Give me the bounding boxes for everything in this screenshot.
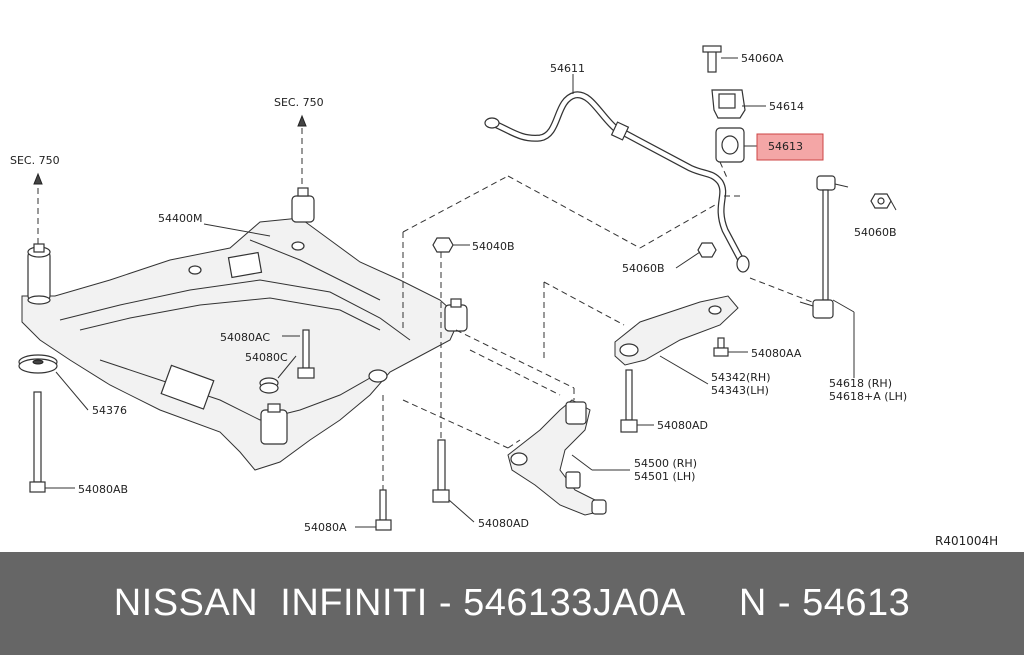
label-54343: 54343(LH) [711, 384, 769, 397]
label-54060B-left: 54060B [622, 262, 665, 275]
label-54060B-right: 54060B [854, 226, 897, 239]
mount-insulator-right [444, 298, 468, 332]
bolt-54080AD-bottom [432, 439, 450, 503]
label-54060A: 54060A [741, 52, 784, 65]
stabilizer-bar [484, 91, 750, 273]
label-54618A: 54618+A (LH) [829, 390, 907, 403]
mount-insulator-rear [291, 187, 315, 223]
transverse-link [507, 399, 607, 516]
label-54040B: 54040B [472, 240, 515, 253]
washer-54080C [259, 377, 279, 394]
label-sec750-left: SEC. 750 [10, 154, 60, 167]
parts-diagram: SEC. 750 SEC. 750 54611 54060A 54614 546… [10, 45, 999, 548]
part-number-text: NISSAN INFINITI - 546133JA0A N - 54613 [113, 582, 911, 624]
washer-54376 [18, 354, 58, 374]
label-54613: 54613 [768, 140, 803, 153]
mount-insulator-left [27, 243, 51, 305]
label-54501: 54501 (LH) [634, 470, 695, 483]
label-54080AB: 54080AB [78, 483, 128, 496]
stabilizer-clamp [702, 45, 746, 119]
label-54080AC: 54080AC [220, 331, 270, 344]
bolt-54080AB [29, 391, 46, 493]
label-54376: 54376 [92, 404, 127, 417]
label-54400M: 54400M [158, 212, 202, 225]
bolt-54080AD-right [620, 369, 638, 433]
stabilizer-bushing [715, 127, 745, 163]
stabilizer-link [799, 175, 849, 319]
label-54500: 54500 (RH) [634, 457, 697, 470]
label-ref-code: R401004H [935, 534, 998, 548]
label-sec750-top: SEC. 750 [274, 96, 324, 109]
nut-54040B [432, 237, 454, 253]
label-54611: 54611 [550, 62, 585, 75]
label-54614: 54614 [769, 100, 804, 113]
nut-54060B [870, 193, 892, 209]
label-54618: 54618 (RH) [829, 377, 892, 390]
suspension-member [21, 217, 461, 471]
nut-54060B-left [697, 242, 717, 258]
label-54080A: 54080A [304, 521, 347, 534]
reference-lines [37, 128, 813, 490]
label-54342: 54342(RH) [711, 371, 771, 384]
part-number-banner: NISSAN INFINITI - 546133JA0A N - 54613 [0, 552, 1024, 655]
label-54080C: 54080C [245, 351, 288, 364]
leader-lines [45, 57, 897, 528]
label-54080AA: 54080AA [751, 347, 802, 360]
link-bracket [614, 295, 739, 366]
label-54080AD-right: 54080AD [657, 419, 708, 432]
highlight-box [756, 133, 824, 161]
arrow-sec750-left [33, 172, 43, 185]
bolt-54080AC [297, 329, 315, 379]
arrow-sec750-top [297, 114, 307, 127]
label-54080AD-bottom: 54080AD [478, 517, 529, 530]
mount-insulator-center [260, 403, 288, 445]
bolt-54080AA [713, 337, 729, 357]
bolt-54080A [375, 489, 392, 531]
